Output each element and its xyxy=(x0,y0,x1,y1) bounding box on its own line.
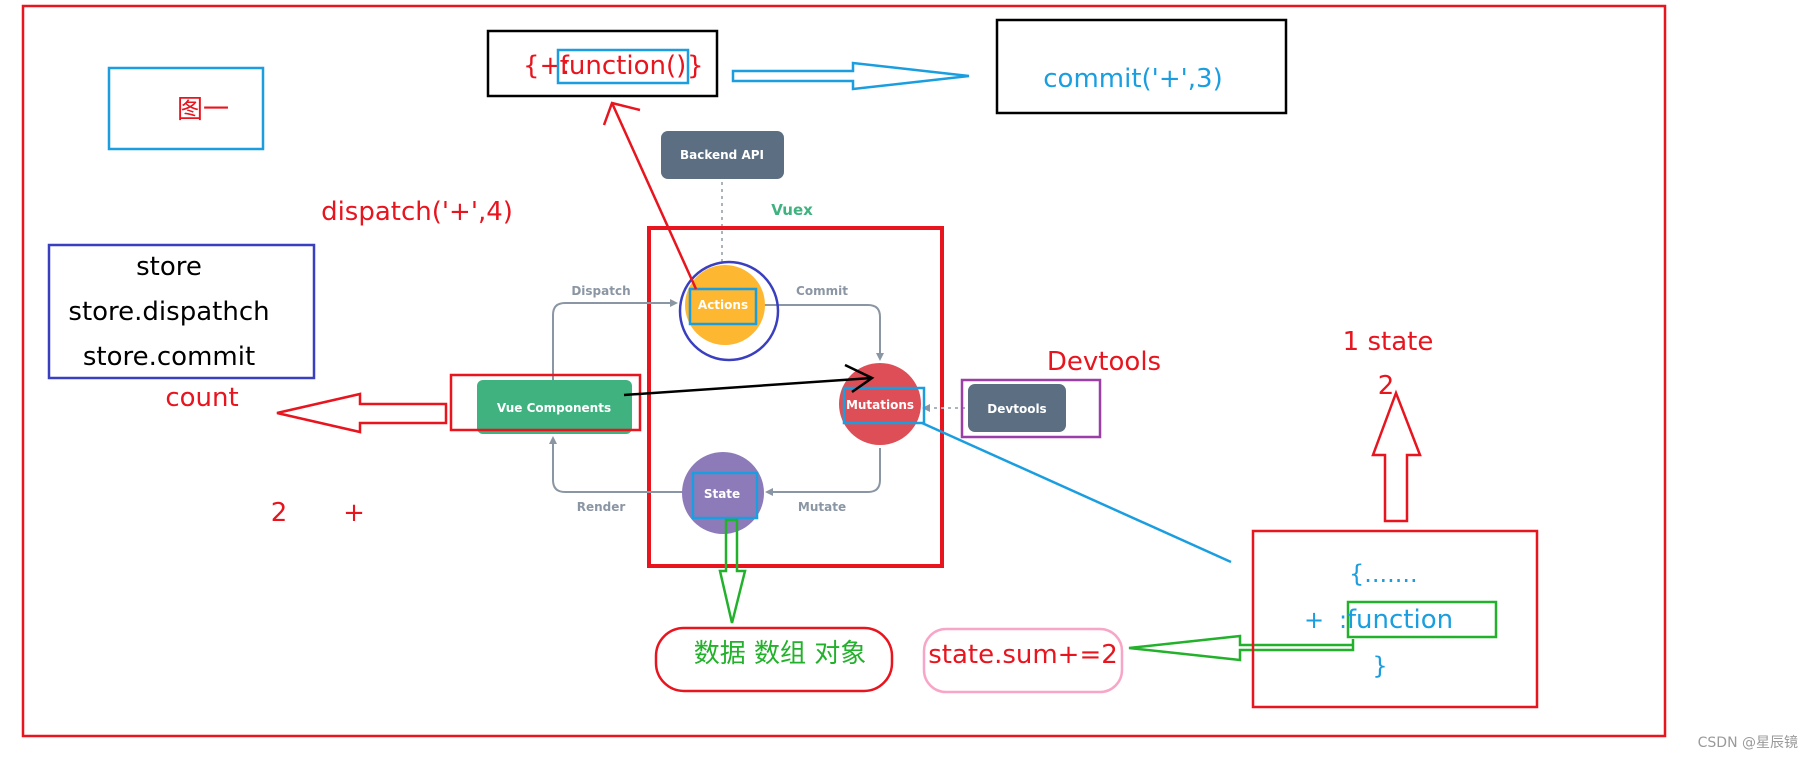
actions-to-function-arrowhead xyxy=(602,101,641,126)
components-to-mutations-arrowhead xyxy=(844,363,875,394)
store-commit-label: store.commit xyxy=(83,342,255,372)
state-label: State xyxy=(704,487,740,501)
action-function-box xyxy=(556,48,690,85)
mutations-label: Mutations xyxy=(846,398,914,412)
backend-api-node xyxy=(661,131,784,179)
state-label-box xyxy=(691,471,759,520)
state-sum-label: state.sum+=2 xyxy=(928,640,1118,670)
mutations-to-map-line xyxy=(921,421,1232,564)
state-sum-hollow-arrow xyxy=(1128,634,1355,662)
csdn-watermark: CSDN @星辰镜 xyxy=(1698,735,1798,751)
data-types-box xyxy=(654,626,894,693)
commit-edge-label: Commit xyxy=(796,284,848,298)
figure-tag-label: 图一 xyxy=(177,95,229,125)
commit-arrow xyxy=(762,304,884,361)
data-types-label: 数据 数组 对象 xyxy=(694,639,867,669)
render-edge-label: Render xyxy=(577,500,626,514)
devtools-node-label: Devtools xyxy=(987,402,1046,416)
store-dispatch-label: store.dispathch xyxy=(68,297,269,327)
one-state-label: 1 state xyxy=(1343,327,1434,357)
commit-call-label: commit('+',3) xyxy=(1043,64,1222,94)
devtools-frame xyxy=(960,378,1102,439)
mutation-map-colon: : xyxy=(1339,606,1347,634)
dispatch-call-label: dispatch('+',4) xyxy=(321,197,513,227)
action-function-label: function() xyxy=(560,51,687,81)
mutation-function-box xyxy=(1346,600,1498,639)
components-to-mutations-arrow xyxy=(623,376,873,397)
state-down-arrow xyxy=(718,518,747,624)
mutations-label-box xyxy=(842,386,926,425)
render-arrow xyxy=(549,436,685,493)
store-label: store xyxy=(136,252,202,282)
figure-tag-box xyxy=(107,66,265,151)
state-sum-box xyxy=(922,627,1124,694)
mutate-edge-label: Mutate xyxy=(798,500,846,514)
actions-outer-ring xyxy=(678,260,780,362)
state-up-arrow xyxy=(1371,389,1422,523)
backend-api-label: Backend API xyxy=(680,148,764,162)
mutation-map-close: } xyxy=(1372,652,1387,680)
vuex-core-frame xyxy=(647,226,944,568)
mutation-map-function: function xyxy=(1347,605,1453,635)
vue-components-label: Vue Components xyxy=(497,401,611,415)
count-value: 2 xyxy=(271,498,288,528)
action-object-close: } xyxy=(687,51,704,81)
mutation-map-plus: + xyxy=(1304,606,1324,634)
actions-label-box xyxy=(688,287,758,326)
state-value-label: 2 xyxy=(1378,371,1395,401)
mutations-node xyxy=(839,363,921,445)
commit-call-box xyxy=(995,18,1288,115)
count-label: count xyxy=(165,383,238,413)
mutate-arrow xyxy=(765,448,881,496)
devtools-annotation: Devtools xyxy=(1047,347,1161,377)
plus-button-label: + xyxy=(343,498,365,528)
commit-hollow-arrow xyxy=(731,61,970,91)
count-hollow-arrow xyxy=(276,392,448,434)
dispatch-edge-label: Dispatch xyxy=(571,284,630,298)
action-object-open: {+: xyxy=(523,51,570,81)
action-object-box xyxy=(486,29,719,98)
vue-components-frame xyxy=(449,373,642,432)
mutation-map-open: {....... xyxy=(1349,560,1418,588)
dispatch-arrow xyxy=(552,299,678,380)
outer-frame xyxy=(21,4,1667,738)
actions-to-function-arrow xyxy=(610,102,698,290)
vue-components-node xyxy=(477,380,632,434)
mutation-map-box xyxy=(1251,529,1539,709)
actions-label: Actions xyxy=(698,298,748,312)
devtools-node xyxy=(968,384,1066,432)
vuex-title: Vuex xyxy=(771,201,813,219)
store-api-box xyxy=(47,243,316,380)
